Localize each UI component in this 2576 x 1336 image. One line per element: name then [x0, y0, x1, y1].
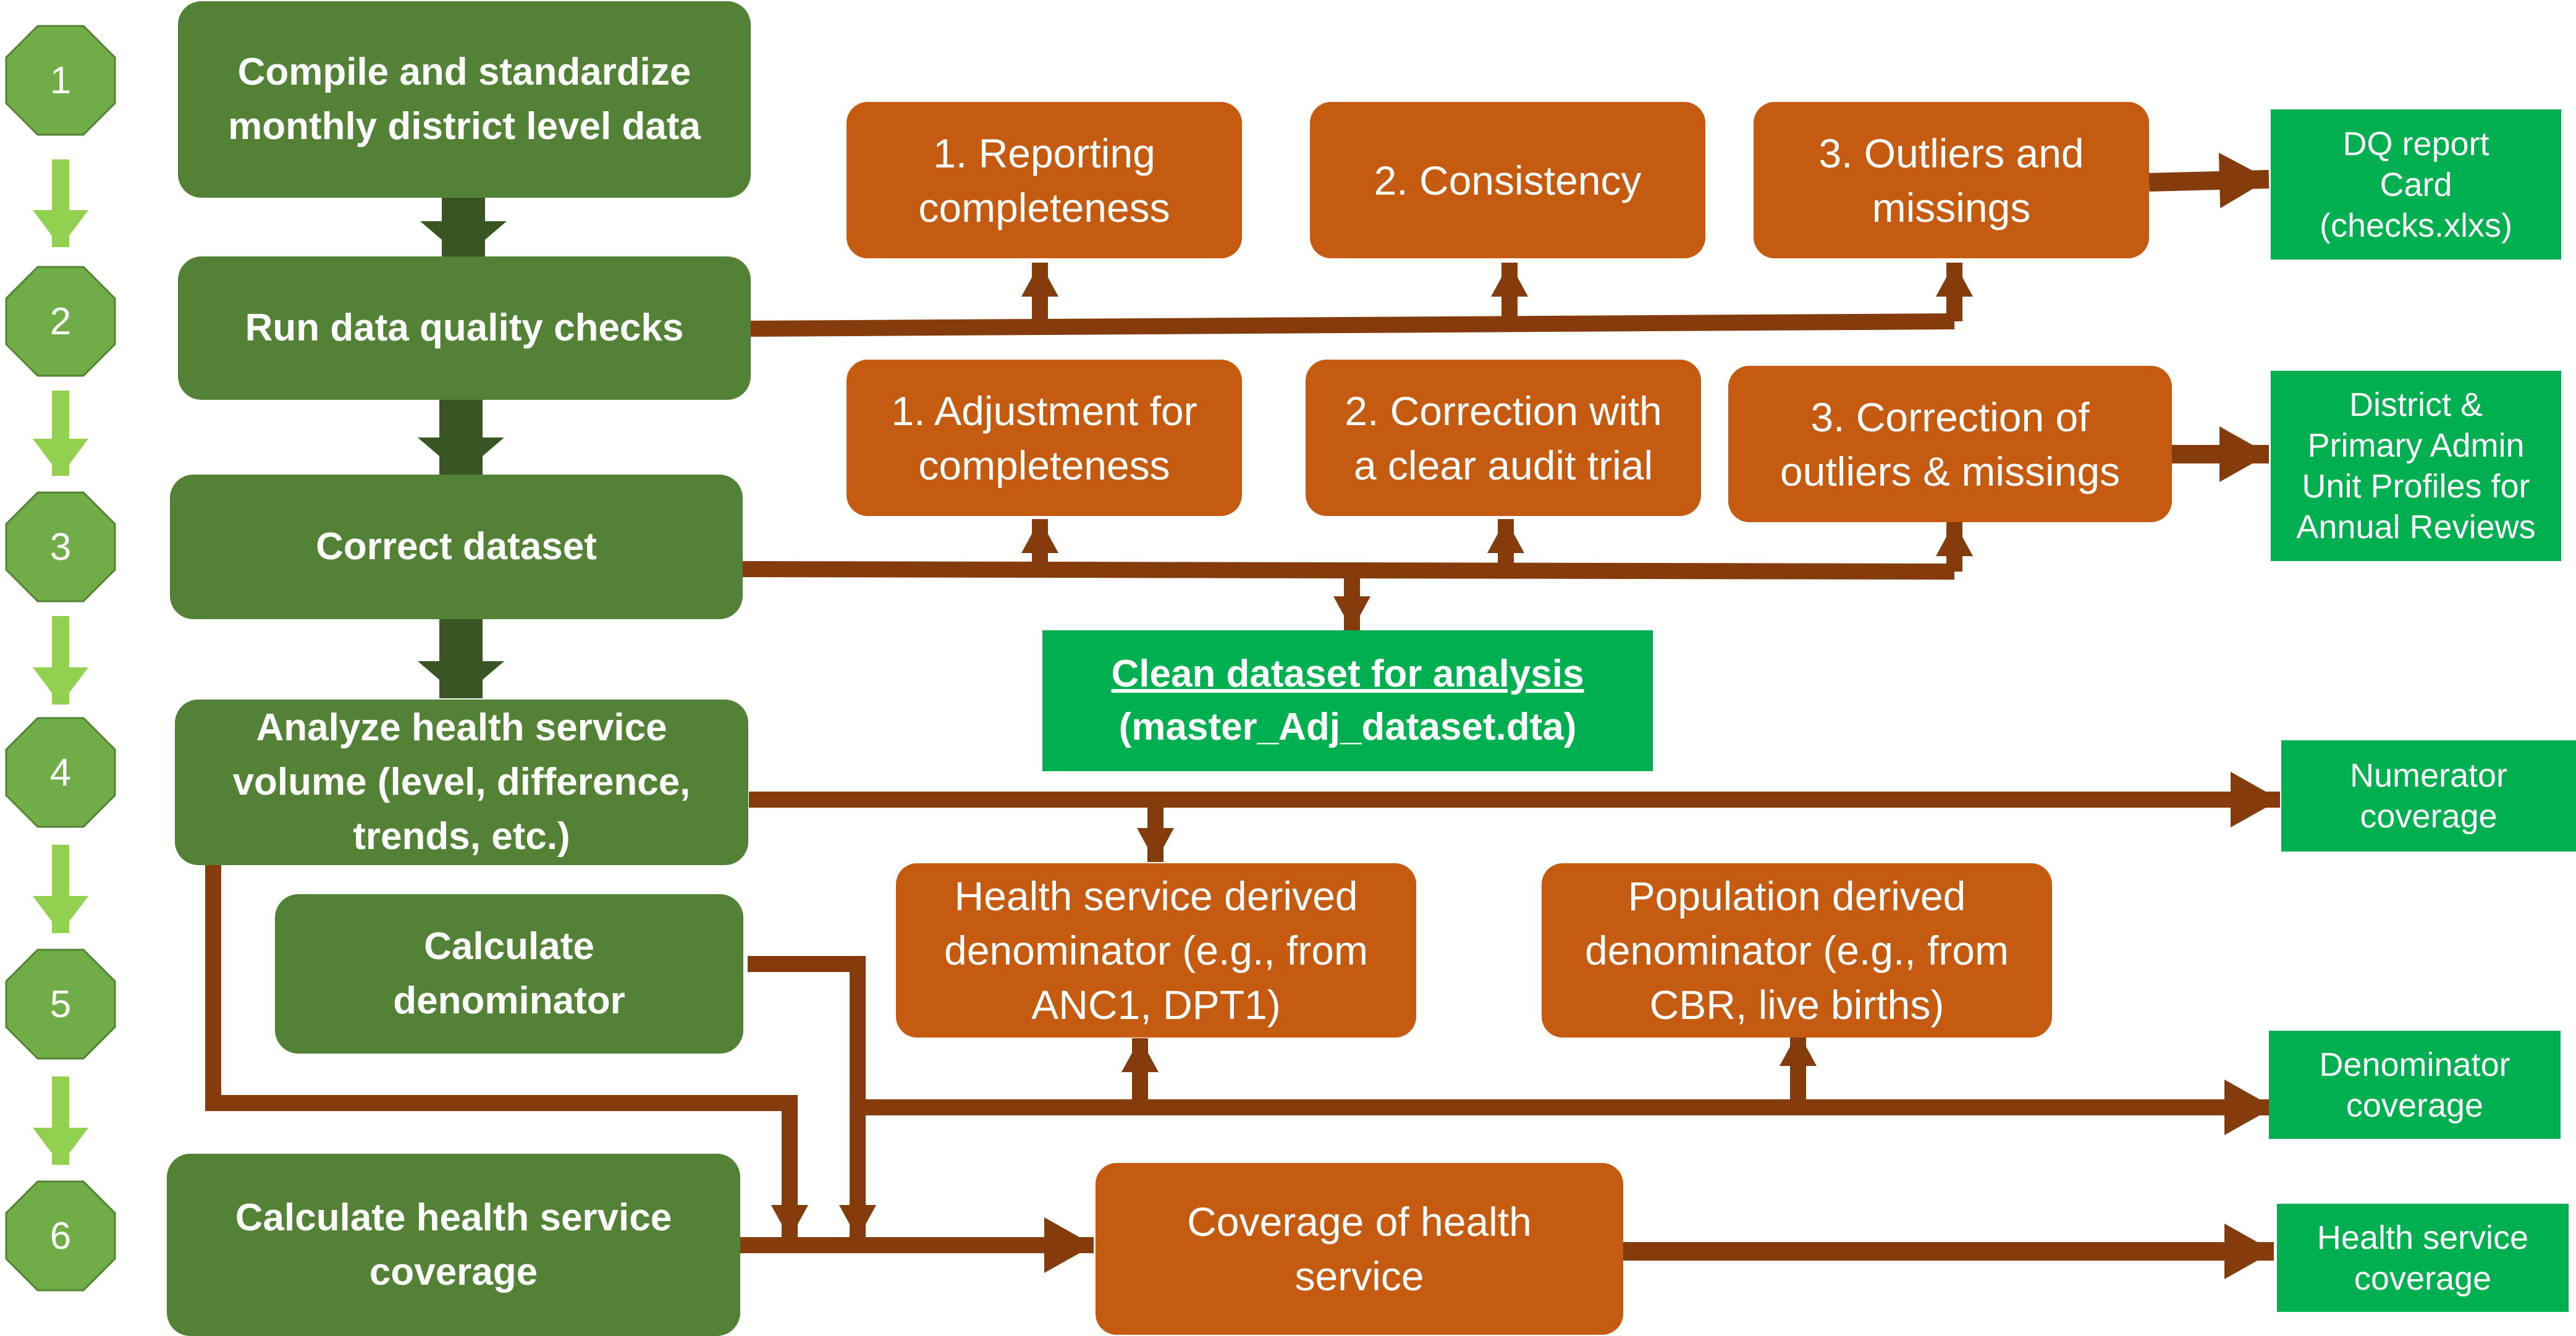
clean-dataset: Clean dataset for analysis (master_Adj_d…: [1042, 630, 1653, 771]
octagon-shape: [5, 949, 116, 1060]
step-calculate-denominator: Calculate denominator: [275, 894, 743, 1054]
step-calculate-coverage: Calculate health service coverage: [167, 1154, 740, 1336]
step-number-1: 1: [5, 25, 116, 136]
step-number-label: 3: [49, 525, 72, 569]
output-arrows: [1623, 153, 2274, 1279]
correction-audit-trial: 2. Correction with a clear audit trial: [1306, 360, 1701, 516]
output-denominator-coverage: Denominator coverage: [2269, 1031, 2561, 1139]
coverage-of-health-service: Coverage of health service: [1096, 1163, 1623, 1335]
octagon-shape: [5, 491, 116, 602]
step-run-quality-checks: Run data quality checks: [178, 256, 751, 400]
dq-report-arrow: [2148, 153, 2270, 209]
check-consistency: 2. Consistency: [1310, 102, 1705, 258]
step-arrows: [418, 197, 507, 698]
analyze-to-coverage: [205, 864, 808, 1239]
correction-outliers-missings: 3. Correction of outliers & missings: [1728, 366, 2172, 522]
check-reporting-completeness: 1. Reporting completeness: [847, 102, 1242, 258]
denominator-to-coverage: [748, 956, 876, 1239]
clean-dataset-file: (master_Adj_dataset.dta): [1118, 706, 1577, 748]
check-outliers-missings: 3. Outliers and missings: [1754, 102, 2149, 258]
octagon-shape: [5, 266, 116, 377]
step-number-2: 2: [5, 266, 116, 377]
step-number-label: 2: [49, 300, 72, 343]
octagon-shape: [5, 1180, 116, 1292]
step-number-label: 5: [49, 983, 72, 1026]
step-correct-dataset: Correct dataset: [170, 475, 743, 619]
step-number-5: 5: [5, 949, 116, 1060]
octagon-shape: [5, 25, 116, 136]
process-lines: [205, 263, 2280, 1273]
step-number-label: 6: [49, 1214, 72, 1258]
output-dq-report-card: DQ report Card (checks.xlxs): [2271, 109, 2561, 260]
health-service-denominator: Health service derived denominator (e.g.…: [896, 863, 1416, 1038]
step-number-label: 1: [49, 59, 72, 102]
step-number-label: 4: [49, 751, 72, 794]
step-compile-data: Compile and standardize monthly district…: [178, 1, 751, 198]
step-analyze-volume: Analyze health service volume (level, di…: [175, 700, 748, 865]
population-denominator: Population derived denominator (e.g., fr…: [1542, 863, 2052, 1038]
clean-dataset-title: Clean dataset for analysis: [1111, 653, 1584, 695]
octagon-shape: [5, 717, 116, 828]
correction-adjust-completeness: 1. Adjustment for completeness: [847, 360, 1242, 516]
step-number-3: 3: [5, 491, 116, 602]
step-number-4: 4: [5, 717, 116, 828]
output-district-profiles: District & Primary Admin Unit Profiles f…: [2271, 371, 2561, 561]
output-health-service-coverage: Health service coverage: [2277, 1204, 2569, 1312]
checks-bus: [744, 313, 1955, 337]
output-numerator-coverage: Numerator coverage: [2281, 740, 2576, 852]
step-number-6: 6: [5, 1180, 116, 1292]
